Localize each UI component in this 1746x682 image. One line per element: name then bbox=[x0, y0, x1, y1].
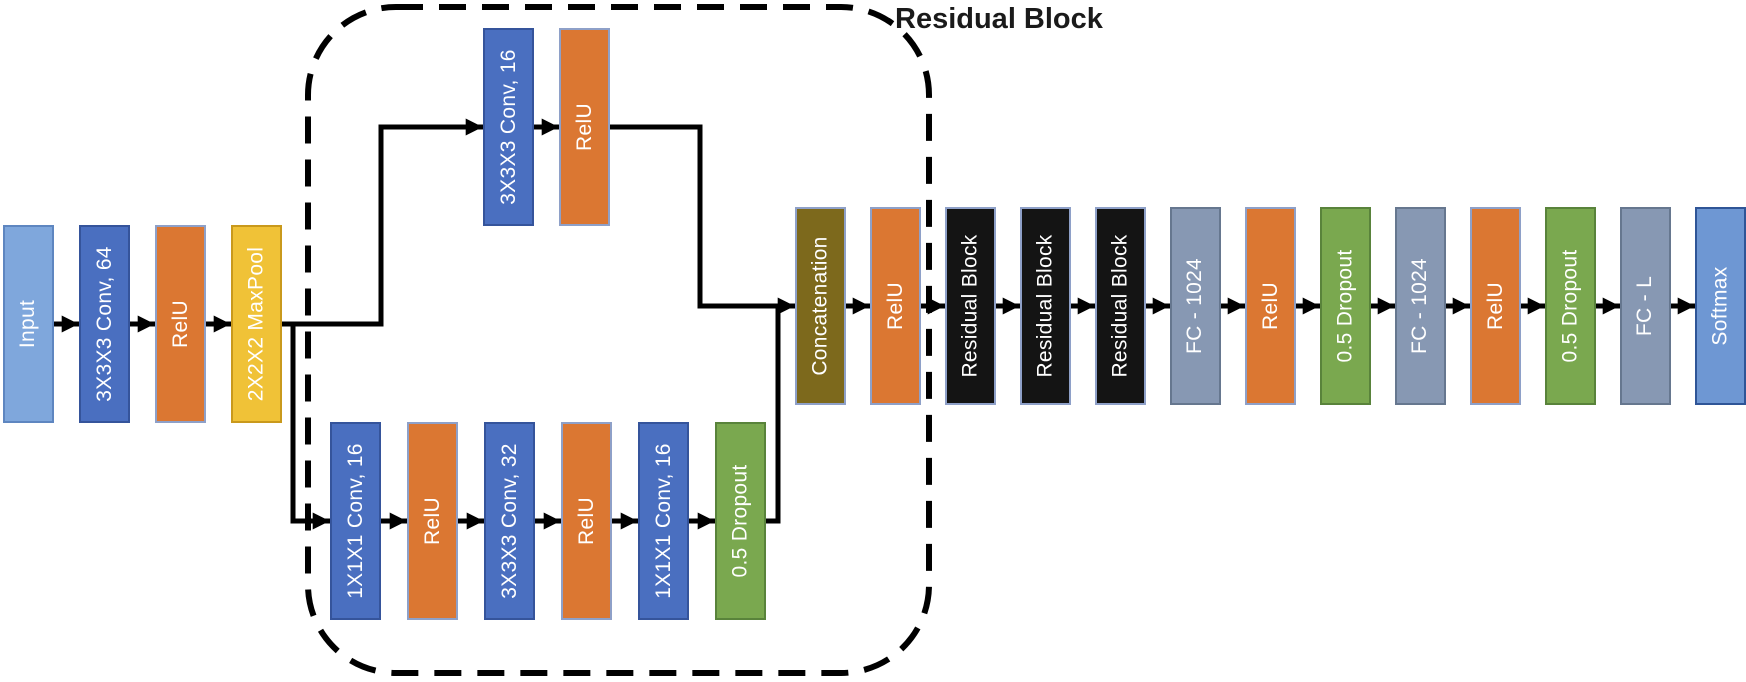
merge-from-bottom-branch bbox=[763, 303, 781, 524]
block-relu-head-2: RelU bbox=[1470, 207, 1521, 405]
block-relu-bottom-2: RelU bbox=[561, 422, 612, 620]
block-label: 2X2X2 MaxPool bbox=[244, 246, 268, 402]
block-dropout-bottom: 0.5 Dropout bbox=[715, 422, 766, 620]
block-residual-2: Residual Block bbox=[1020, 207, 1071, 405]
block-input: Input bbox=[3, 225, 54, 423]
block-label: FC - 1024 bbox=[1408, 257, 1432, 355]
block-label: RelU bbox=[1483, 282, 1507, 330]
block-dropout-head-1: 0.5 Dropout bbox=[1320, 207, 1371, 405]
block-fc-l: FC - L bbox=[1620, 207, 1671, 405]
block-relu-merge: RelU bbox=[870, 207, 921, 405]
block-label: RelU bbox=[572, 103, 596, 151]
block-label: RelU bbox=[420, 497, 444, 545]
block-residual-3: Residual Block bbox=[1095, 207, 1146, 405]
block-label: Concatenation bbox=[808, 236, 832, 376]
block-relu-top: RelU bbox=[559, 28, 610, 226]
block-conv1-16-a: 1X1X1 Conv, 16 bbox=[330, 422, 381, 620]
block-label: Input bbox=[16, 299, 40, 349]
block-label: 1X1X1 Conv, 16 bbox=[651, 443, 675, 599]
block-label: FC - 1024 bbox=[1183, 257, 1207, 355]
block-label: 0.5 Dropout bbox=[1333, 249, 1357, 363]
block-label: Softmax bbox=[1708, 266, 1732, 346]
residual-block-title: Residual Block bbox=[895, 3, 1103, 35]
arrows bbox=[51, 118, 1696, 530]
block-label: RelU bbox=[168, 300, 192, 348]
block-label: 3X3X3 Conv, 32 bbox=[497, 443, 521, 599]
split-to-bottom-branch bbox=[290, 321, 331, 530]
block-label: Residual Block bbox=[1108, 234, 1132, 378]
block-label: RelU bbox=[1258, 282, 1282, 330]
block-label: 3X3X3 Conv, 16 bbox=[496, 49, 520, 205]
block-relu-bottom-1: RelU bbox=[407, 422, 458, 620]
split-to-top-branch bbox=[279, 118, 484, 327]
block-maxpool: 2X2X2 MaxPool bbox=[231, 225, 282, 423]
block-label: RelU bbox=[883, 282, 907, 330]
block-label: 3X3X3 Conv, 64 bbox=[92, 246, 116, 402]
block-relu-stem: RelU bbox=[155, 225, 206, 423]
block-label: 1X1X1 Conv, 16 bbox=[343, 443, 367, 599]
block-relu-head-1: RelU bbox=[1245, 207, 1296, 405]
block-fc-1024-b: FC - 1024 bbox=[1395, 207, 1446, 405]
block-label: Residual Block bbox=[1033, 234, 1057, 378]
block-conv3-32: 3X3X3 Conv, 32 bbox=[484, 422, 535, 620]
block-dropout-head-2: 0.5 Dropout bbox=[1545, 207, 1596, 405]
merge-from-top-branch bbox=[607, 124, 796, 315]
block-conv3-16-top: 3X3X3 Conv, 16 bbox=[483, 28, 534, 226]
block-label: RelU bbox=[574, 497, 598, 545]
block-residual-1: Residual Block bbox=[945, 207, 996, 405]
residual-block-dashed-outline bbox=[305, 4, 932, 676]
block-softmax: Softmax bbox=[1695, 207, 1746, 405]
block-label: FC - L bbox=[1633, 275, 1657, 337]
block-concatenation: Concatenation bbox=[795, 207, 846, 405]
block-conv3-64: 3X3X3 Conv, 64 bbox=[79, 225, 130, 423]
block-fc-1024-a: FC - 1024 bbox=[1170, 207, 1221, 405]
block-label: 0.5 Dropout bbox=[1558, 249, 1582, 363]
block-label: 0.5 Dropout bbox=[728, 464, 752, 578]
block-label: Residual Block bbox=[958, 234, 982, 378]
block-conv1-16-b: 1X1X1 Conv, 16 bbox=[638, 422, 689, 620]
